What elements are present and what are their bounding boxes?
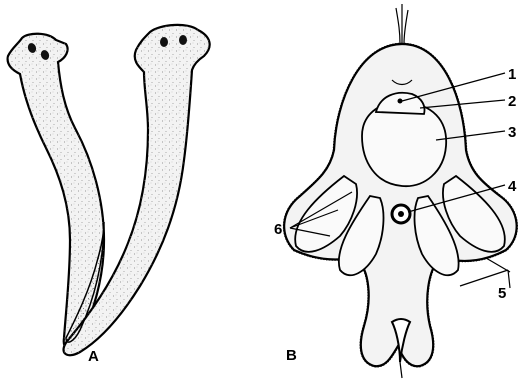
- callout-3: 3: [508, 124, 516, 141]
- panel-b: 1 2 3 4 5 6 B: [274, 4, 517, 378]
- callout-6: 6: [274, 221, 282, 238]
- panel-label-a: A: [88, 348, 99, 365]
- organ-3-sac: [362, 102, 446, 186]
- organ-1-dot: [398, 99, 403, 104]
- eye-icon: [179, 35, 187, 45]
- callout-4: 4: [508, 178, 517, 195]
- callout-2: 2: [508, 93, 516, 110]
- apical-tuft: [396, 4, 408, 44]
- callout-5: 5: [498, 285, 506, 302]
- eye-icon: [160, 37, 168, 47]
- callout-1: 1: [508, 66, 516, 83]
- panel-label-b: B: [286, 347, 297, 364]
- panel-a: A: [8, 25, 210, 365]
